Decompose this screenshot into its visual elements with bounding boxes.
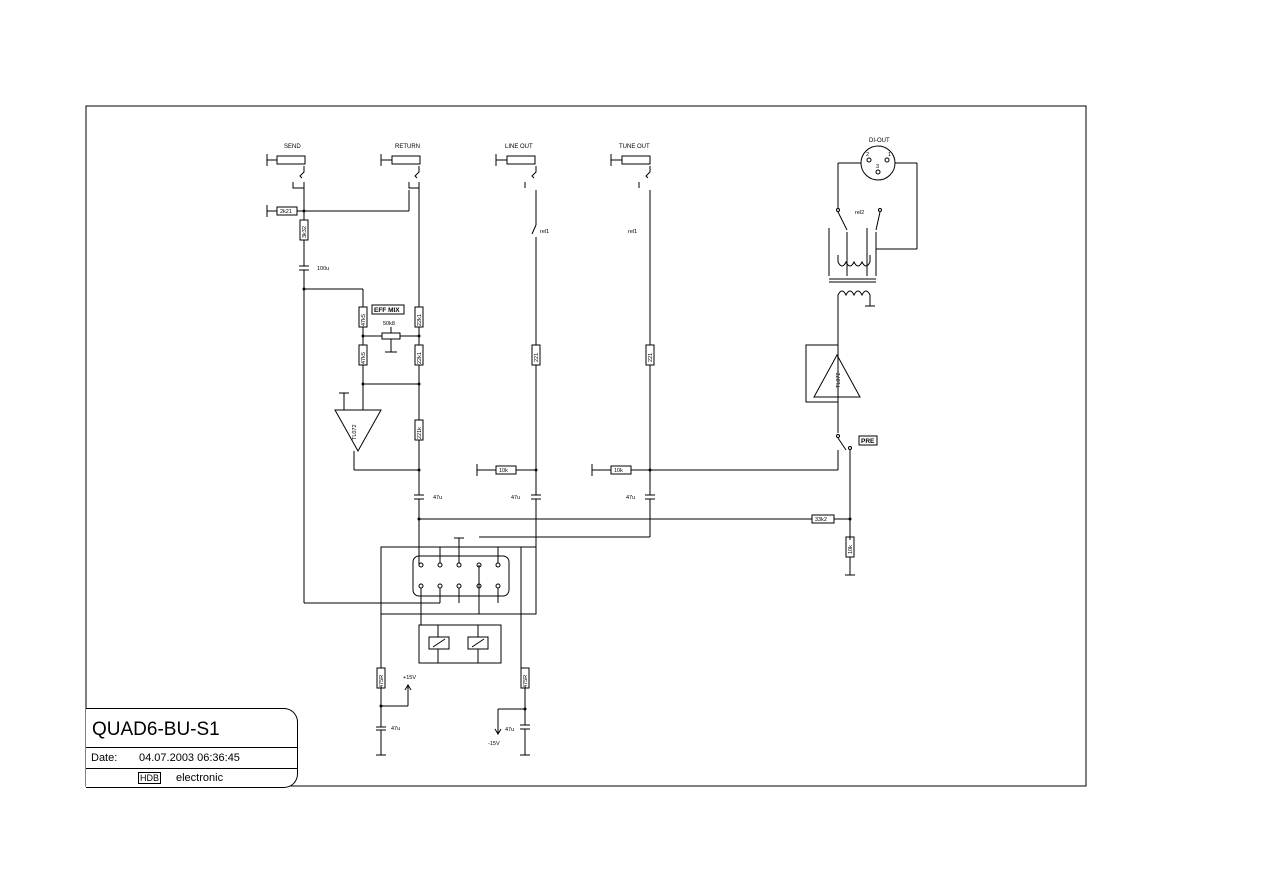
svg-text:2k21: 2k21 — [280, 209, 292, 215]
svg-text:+15V: +15V — [403, 675, 416, 681]
return-label: RETURN — [395, 144, 420, 150]
company-logo: HDB — [138, 772, 167, 784]
svg-text:33k2: 33k2 — [815, 517, 827, 523]
line-out-label: LINE OUT — [505, 144, 533, 150]
drawing-title: QUAD6-BU-S1 — [92, 719, 220, 740]
svg-text:22k1: 22k1 — [417, 352, 423, 364]
svg-text:475R: 475R — [523, 675, 529, 688]
eff-mix-pot: EFF MIX 50k8 — [361, 304, 421, 353]
svg-text:2: 2 — [866, 152, 869, 158]
relay-block — [304, 537, 537, 668]
svg-text:10k: 10k — [614, 468, 623, 474]
logo-text: HDB — [138, 772, 162, 784]
svg-text:221: 221 — [648, 353, 654, 362]
power-supply: 475R +15V 47u 475R -15V 47u — [376, 667, 530, 756]
pre-label: PRE — [861, 438, 875, 445]
svg-text:rel1: rel1 — [540, 229, 549, 235]
date-label: Date: — [91, 752, 118, 764]
svg-text:47u: 47u — [505, 727, 514, 733]
send-jack: SEND — [266, 144, 306, 197]
svg-text:47u: 47u — [511, 495, 520, 501]
svg-text:TL072: TL072 — [352, 424, 358, 440]
svg-text:3k32: 3k32 — [302, 226, 308, 238]
svg-text:10k: 10k — [499, 468, 508, 474]
opamp-tl072-left: TL072 — [334, 392, 419, 471]
return-jack: RETURN — [380, 144, 421, 197]
svg-text:rel2: rel2 — [855, 210, 864, 216]
svg-text:rel1: rel1 — [628, 229, 637, 235]
eff-mix-label: EFF MIX — [374, 307, 400, 314]
send-branch: 2k21 3k32 100u 47k5 47k5 — [266, 190, 419, 603]
svg-text:-15V: -15V — [488, 741, 500, 747]
svg-text:475R: 475R — [379, 675, 385, 688]
company-name: electronic — [176, 772, 224, 784]
cap-100u-label: 100u — [317, 266, 329, 272]
svg-text:47u: 47u — [626, 495, 635, 501]
svg-text:221k: 221k — [417, 427, 423, 439]
di-out-section: DI-OUT 2 1 3 rel2 TL — [805, 138, 918, 576]
svg-text:3: 3 — [876, 164, 879, 170]
send-label: SEND — [284, 144, 301, 150]
svg-text:TL072: TL072 — [836, 372, 842, 388]
svg-text:47k5: 47k5 — [361, 314, 367, 326]
line-out-jack: LINE OUT — [495, 144, 537, 188]
svg-text:221: 221 — [534, 353, 540, 362]
tune-out-jack: TUNE OUT — [610, 144, 651, 188]
return-branch: 22k1 22k1 221k 47u — [414, 197, 812, 565]
drawing-frame — [85, 105, 1087, 787]
svg-text:47k5: 47k5 — [361, 352, 367, 364]
di-out-label: DI-OUT — [869, 138, 890, 144]
title-block: QUAD6-BU-S1 Date: 04.07.2003 06:36:45 HD… — [86, 708, 298, 788]
svg-text:50k8: 50k8 — [383, 321, 395, 327]
svg-text:10k: 10k — [848, 545, 854, 554]
date-value: 04.07.2003 06:36:45 — [139, 752, 240, 764]
svg-text:1: 1 — [888, 152, 891, 158]
svg-text:47u: 47u — [433, 495, 442, 501]
svg-text:47u: 47u — [391, 726, 400, 732]
svg-text:22k1: 22k1 — [417, 314, 423, 326]
date-row: Date: 04.07.2003 06:36:45 — [86, 747, 297, 769]
tune-out-branch: rel1 221 10k 47u — [479, 190, 838, 538]
line-out-branch: rel1 221 10k 47u — [476, 190, 549, 615]
tune-out-label: TUNE OUT — [619, 144, 650, 150]
